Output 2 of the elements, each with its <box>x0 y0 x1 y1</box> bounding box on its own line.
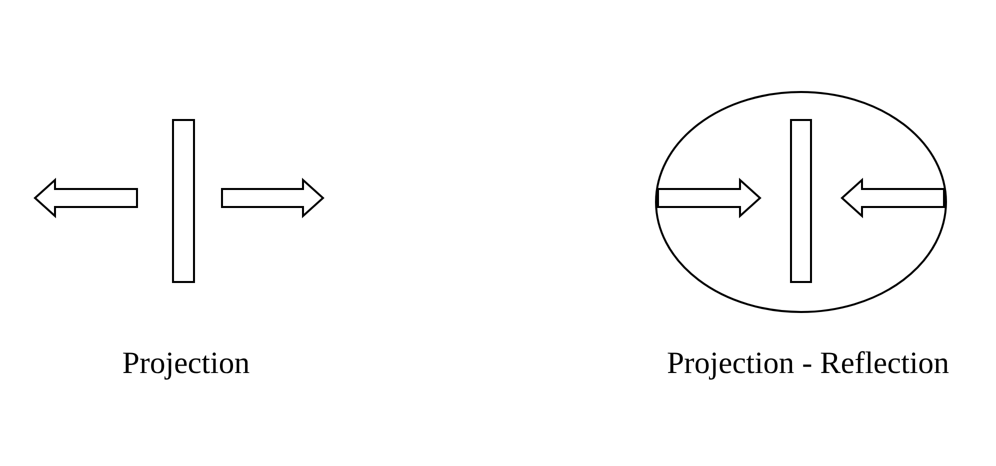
caption-label: Projection <box>122 345 250 381</box>
caption-label: Projection - Reflection <box>666 345 950 381</box>
